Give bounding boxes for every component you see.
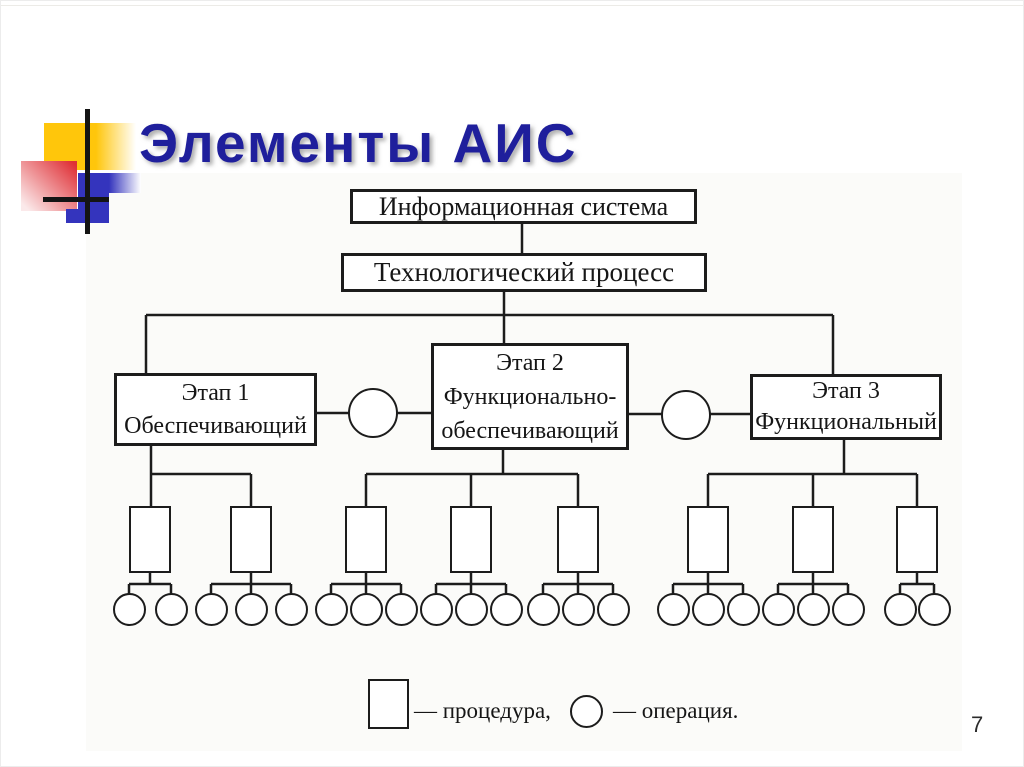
operation-circle — [275, 593, 308, 626]
node-information-system: Информационная система — [350, 189, 697, 224]
operation-circle — [315, 593, 348, 626]
node-stage-2: Этап 2 Функционально- обеспечивающий — [431, 343, 629, 450]
operation-circle — [657, 593, 690, 626]
procedure-rect — [450, 506, 492, 573]
node-technological-process: Технологический процесс — [341, 253, 707, 292]
accent-blue-square — [78, 173, 109, 213]
operation-circle — [235, 593, 268, 626]
legend-operation-label: — операция. — [613, 698, 739, 723]
slide-title: Элементы АИС — [139, 112, 578, 174]
stage-title: Этап 2 — [496, 349, 564, 376]
legend-procedure-shape — [368, 679, 409, 729]
operation-circle — [832, 593, 865, 626]
stage-title: Этап 3 — [812, 378, 880, 404]
node-label: Информационная система — [378, 191, 669, 221]
stage-subtitle: обеспечивающий — [441, 417, 619, 444]
operation-circle — [350, 593, 383, 626]
operation-circle — [420, 593, 453, 626]
operation-circle — [455, 593, 488, 626]
procedure-rect — [557, 506, 599, 573]
accent-cross-vertical-line — [85, 109, 90, 234]
operation-circle — [727, 593, 760, 626]
accent-cross-horizontal-line — [43, 197, 109, 202]
accent-yellow-fade — [96, 123, 136, 170]
procedure-rect — [230, 506, 272, 573]
operation-circle — [527, 593, 560, 626]
operation-circle — [195, 593, 228, 626]
legend-operation-shape — [570, 695, 603, 728]
operation-circle-between-stage-2-3 — [661, 390, 711, 440]
operation-circle — [562, 593, 595, 626]
procedure-rect — [345, 506, 387, 573]
node-stage-3: Этап 3 Функциональный — [750, 374, 942, 440]
operation-circle — [692, 593, 725, 626]
operation-circle — [490, 593, 523, 626]
stage-subtitle: Функционально- — [443, 383, 617, 410]
stage-title: Этап 1 — [181, 379, 250, 406]
legend-procedure-label: — процедура, — [414, 698, 551, 723]
procedure-rect — [129, 506, 171, 573]
node-stage-1: Этап 1 Обеспечивающий — [114, 373, 317, 446]
stage-subtitle: Обеспечивающий — [124, 412, 307, 439]
operation-circle — [797, 593, 830, 626]
accent-blue-fade — [109, 173, 141, 193]
operation-circle — [113, 593, 146, 626]
operation-circle — [155, 593, 188, 626]
top-divider — [1, 5, 1023, 6]
page-number: 7 — [971, 712, 984, 737]
node-label: Технологический процесс — [373, 257, 675, 287]
procedure-rect — [687, 506, 729, 573]
operation-circle — [918, 593, 951, 626]
operation-circle — [597, 593, 630, 626]
operation-circle-between-stage-1-2 — [348, 388, 398, 438]
operation-circle — [762, 593, 795, 626]
operation-circle — [884, 593, 917, 626]
procedure-rect — [792, 506, 834, 573]
accent-red-square — [21, 161, 77, 211]
stage-subtitle: Функциональный — [755, 409, 937, 435]
operation-circle — [385, 593, 418, 626]
procedure-rect — [896, 506, 938, 573]
